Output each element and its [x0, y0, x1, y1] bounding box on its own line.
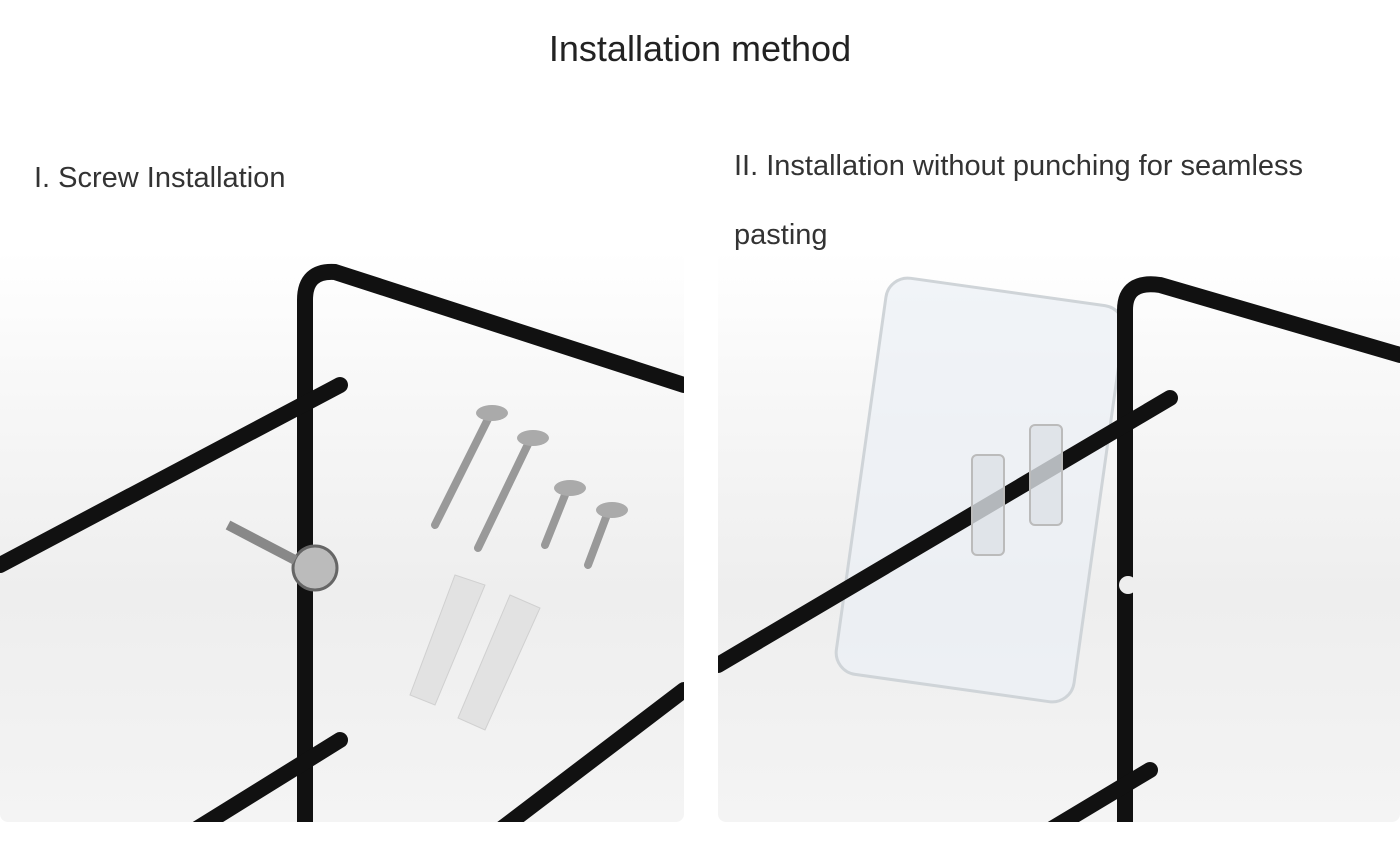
- rack-with-screws-illustration: [0, 263, 684, 822]
- rack-bar-top: [718, 390, 1178, 673]
- rack-bar-bottom: [192, 732, 348, 822]
- screw-installation-image: [0, 250, 684, 822]
- rack-bar-top: [0, 377, 348, 573]
- adhesive-hooks: [971, 424, 1063, 556]
- adhesive-installation-label: II. Installation without punching for se…: [734, 150, 1304, 182]
- rack-frame: [1117, 276, 1400, 822]
- mounted-screw-head: [291, 544, 339, 592]
- screws: [431, 411, 612, 569]
- mounted-screw-shaft: [225, 520, 298, 565]
- screw-installation-label: I. Screw Installation: [34, 162, 286, 194]
- page-title: Installation method: [548, 28, 852, 69]
- screw-hole: [1119, 576, 1137, 594]
- rack-with-adhesive-hook-illustration: [718, 276, 1400, 822]
- rack-frame: [297, 263, 684, 822]
- adhesive-installation-image: [718, 250, 1400, 822]
- adhesive-installation-label-cont: pasting: [734, 219, 828, 251]
- wall-anchors: [409, 574, 541, 731]
- rack-bar-bottom: [1047, 762, 1158, 822]
- rack-bar-right: [497, 682, 684, 822]
